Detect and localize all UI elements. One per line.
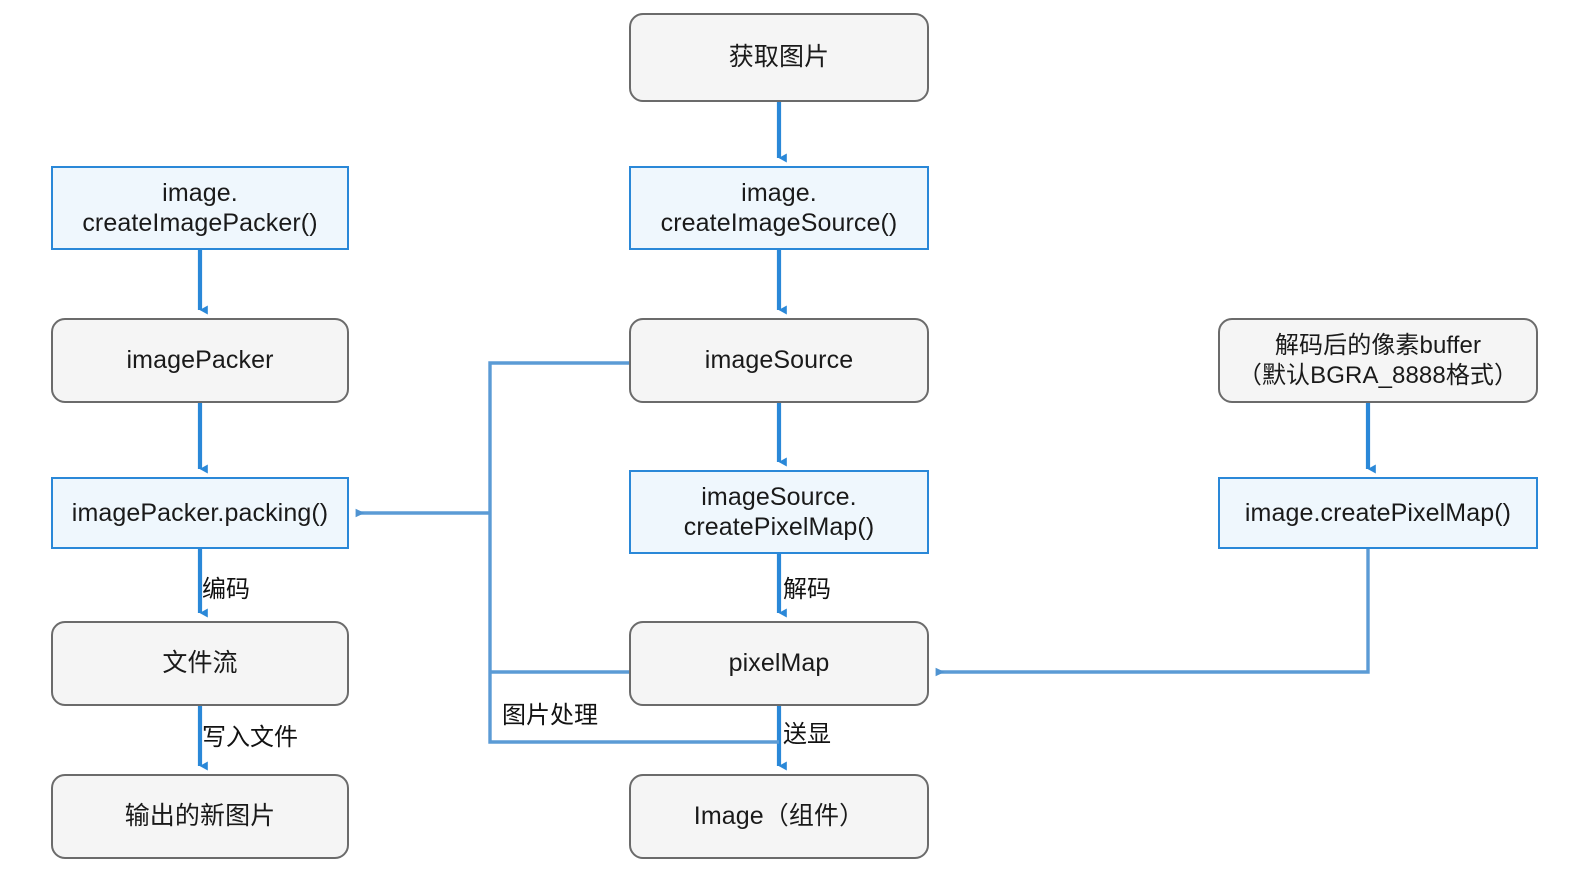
node-image-packer-packing-label: imagePacker.packing() bbox=[71, 498, 329, 527]
edge-label-encode: 编码 bbox=[202, 576, 250, 603]
node-image-packer[interactable]: imagePacker bbox=[51, 318, 349, 403]
node-image-component-label: Image（组件） bbox=[693, 802, 865, 831]
edge-label-decode: 解码 bbox=[783, 576, 831, 603]
node-image-create-pixelmap-label: image.createPixelMap() bbox=[1244, 498, 1512, 527]
node-image-source-create-pixelmap-label: imageSource. createPixelMap() bbox=[683, 482, 875, 542]
edge-label-image-process: 图片处理 bbox=[502, 702, 598, 729]
node-create-image-packer[interactable]: image. createImagePacker() bbox=[51, 166, 349, 250]
node-get-image-label: 获取图片 bbox=[728, 43, 830, 72]
node-file-stream-label: 文件流 bbox=[162, 649, 238, 678]
node-image-packer-label: imagePacker bbox=[126, 346, 274, 375]
node-output-new-image[interactable]: 输出的新图片 bbox=[51, 774, 349, 859]
node-image-packer-packing[interactable]: imagePacker.packing() bbox=[51, 477, 349, 549]
node-image-source[interactable]: imageSource bbox=[629, 318, 929, 403]
edge-label-write-file: 写入文件 bbox=[202, 724, 298, 751]
node-pixelmap-label: pixelMap bbox=[728, 649, 830, 678]
node-decoded-pixel-buffer-label: 解码后的像素buffer （默认BGRA_8888格式） bbox=[1237, 332, 1519, 389]
node-image-source-create-pixelmap[interactable]: imageSource. createPixelMap() bbox=[629, 470, 929, 554]
edge-label-send-display: 送显 bbox=[783, 721, 831, 748]
node-pixelmap[interactable]: pixelMap bbox=[629, 621, 929, 706]
node-create-image-packer-label: image. createImagePacker() bbox=[82, 178, 318, 238]
edge-image-create-pixelmap-to-pixelmap bbox=[935, 549, 1370, 677]
node-get-image[interactable]: 获取图片 bbox=[629, 13, 929, 102]
node-file-stream[interactable]: 文件流 bbox=[51, 621, 349, 706]
node-create-image-source[interactable]: image. createImageSource() bbox=[629, 166, 929, 250]
node-output-new-image-label: 输出的新图片 bbox=[124, 802, 276, 831]
node-image-source-label: imageSource bbox=[704, 346, 854, 375]
node-image-create-pixelmap[interactable]: image.createPixelMap() bbox=[1218, 477, 1538, 549]
node-create-image-source-label: image. createImageSource() bbox=[660, 178, 898, 238]
node-decoded-pixel-buffer[interactable]: 解码后的像素buffer （默认BGRA_8888格式） bbox=[1218, 318, 1538, 403]
node-image-component[interactable]: Image（组件） bbox=[629, 774, 929, 859]
